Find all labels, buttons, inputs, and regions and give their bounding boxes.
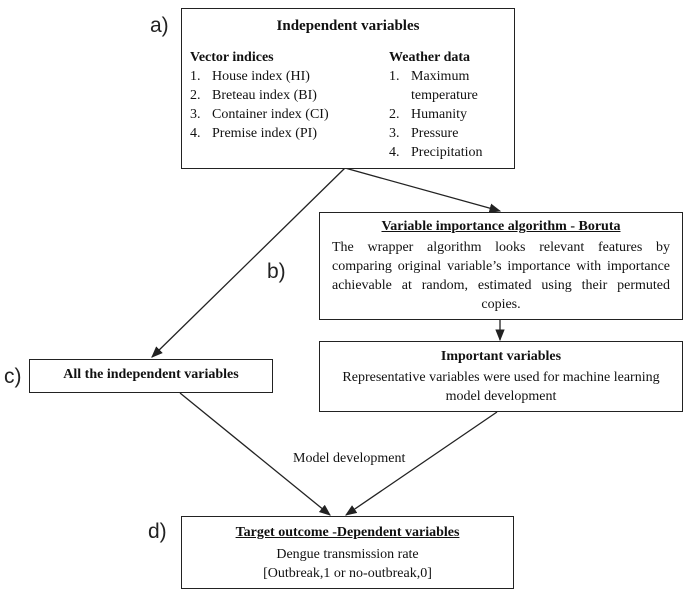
arrow-independent-to-boruta: [344, 167, 502, 213]
weather-data-item: 3. Pressure: [389, 124, 511, 143]
vector-index-item-text: Breteau index (BI): [212, 88, 317, 103]
vector-indices-column: Vector indices 1. House index (HI) 2. Brete…: [190, 48, 380, 143]
weather-data-item-text: Humanity: [411, 107, 467, 122]
weather-data-list: 1. Maximum temperature 2. Humanity 3. Pressur…: [389, 67, 511, 162]
vector-index-item: 4. Premise index (PI): [190, 124, 380, 143]
arrow-important-to-target: [345, 411, 498, 516]
weather-data-item: 4. Precipitation: [389, 143, 511, 162]
weather-data-item-number: 4.: [389, 145, 400, 160]
weather-data-heading: Weather data: [389, 50, 471, 65]
weather-data-item-text: Maximum temperature: [411, 69, 478, 103]
vector-index-item: 2. Breteau index (BI): [190, 86, 380, 105]
arrow-all-vars-to-target: [179, 392, 331, 516]
boruta-title: Variable importance algorithm - Boruta: [381, 219, 621, 234]
arrow-independent-to-all-vars: [151, 167, 346, 358]
panel-label-d: d): [148, 520, 167, 543]
boruta-description: The wrapper algorithm looks relevant fea…: [332, 240, 670, 312]
vector-index-item-text: Premise index (PI): [212, 126, 317, 141]
boruta-box: Variable importance algorithm - Boruta T…: [319, 212, 683, 320]
weather-data-column: Weather data 1. Maximum temperature 2. Huma…: [389, 48, 511, 162]
panel-label-c: c): [4, 365, 22, 388]
vector-index-item-number: 3.: [190, 107, 201, 122]
important-variables-box: Important variables Representative varia…: [319, 341, 683, 412]
weather-data-item-text: Pressure: [411, 126, 459, 141]
weather-data-item: 2. Humanity: [389, 105, 511, 124]
vector-index-item: 3. Container index (CI): [190, 105, 380, 124]
weather-data-item-text: Precipitation: [411, 145, 483, 160]
target-outcome-line1: Dengue transmission rate: [276, 547, 419, 562]
weather-data-item-number: 1.: [389, 69, 400, 84]
important-variables-title: Important variables: [440, 349, 562, 364]
vector-index-item-text: House index (HI): [212, 69, 310, 84]
all-variables-title: All the independent variables: [63, 367, 239, 382]
weather-data-item: 1. Maximum temperature: [389, 67, 511, 105]
vector-index-item-number: 2.: [190, 88, 201, 103]
all-variables-box: All the independent variables: [29, 359, 273, 393]
panel-label-a: a): [150, 14, 169, 37]
independent-variables-title: Independent variables: [276, 18, 420, 34]
target-outcome-title: Target outcome -Dependent variables: [235, 525, 460, 540]
target-outcome-line2: [Outbreak,1 or no-outbreak,0]: [263, 566, 432, 581]
vector-index-item-number: 1.: [190, 69, 201, 84]
vector-indices-list: 1. House index (HI) 2. Breteau index (BI) 3.…: [190, 67, 380, 143]
vector-index-item: 1. House index (HI): [190, 67, 380, 86]
target-outcome-box: Target outcome -Dependent variables Deng…: [181, 516, 514, 589]
model-development-label: Model development: [293, 451, 406, 466]
independent-variables-box: Independent variables Vector indices 1. H…: [181, 8, 515, 169]
important-variables-description: Representative variables were used for m…: [342, 370, 660, 404]
panel-label-b: b): [267, 260, 286, 283]
vector-index-item-text: Container index (CI): [212, 107, 329, 122]
vector-indices-heading: Vector indices: [190, 50, 274, 65]
weather-data-item-number: 3.: [389, 126, 400, 141]
vector-index-item-number: 4.: [190, 126, 201, 141]
weather-data-item-number: 2.: [389, 107, 400, 122]
